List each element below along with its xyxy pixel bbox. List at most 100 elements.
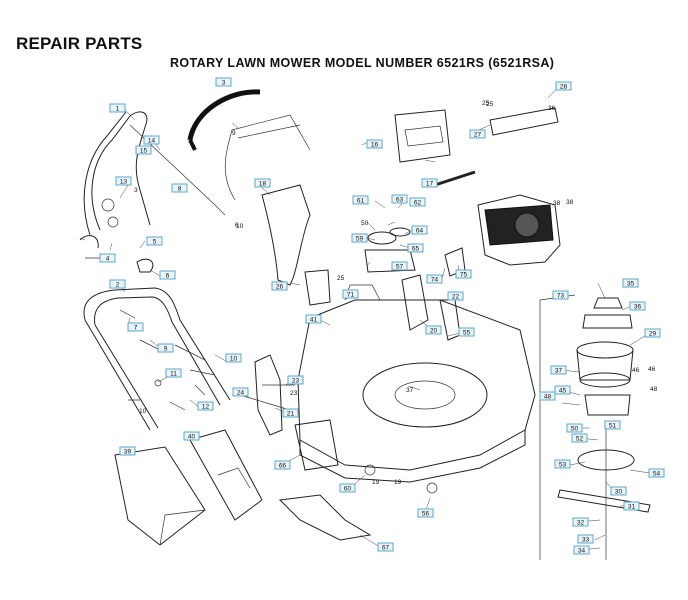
- callout-38-plain: 38: [553, 200, 561, 207]
- callout-41-text: 41: [310, 317, 318, 324]
- callout-40-text: 40: [188, 434, 196, 441]
- discharge-bracket: [304, 269, 331, 306]
- callout-46: 46: [648, 366, 656, 373]
- callout-34-text: 34: [578, 548, 586, 555]
- callout-50: 50: [566, 423, 583, 433]
- callout-16: 16: [366, 139, 383, 149]
- leader-lines: [79, 84, 651, 551]
- handle-grip: [187, 89, 261, 141]
- callout-60-text: 60: [344, 486, 352, 493]
- callout-39: 39: [119, 446, 136, 456]
- callout-36-text: 36: [634, 304, 642, 311]
- motor-cap: [593, 297, 623, 309]
- callout-23-text: 23: [292, 378, 300, 385]
- callout-1-text: 1: [116, 106, 120, 113]
- callout-5: 5: [146, 236, 163, 246]
- callout-37: 37: [550, 365, 567, 375]
- callout-67-text: 67: [382, 545, 390, 552]
- callout-71-text: 71: [347, 292, 355, 299]
- callout-10-plain: 10: [139, 408, 147, 415]
- callout-53-text: 53: [559, 462, 567, 469]
- callout-15-text: 15: [140, 148, 148, 155]
- callout-73: 73: [552, 290, 569, 300]
- callout-45-text: 45: [559, 388, 567, 395]
- callout-59: 59: [351, 233, 368, 243]
- callout-25-plain: 25: [337, 275, 345, 282]
- callout-10-plain-b: 10: [236, 223, 244, 230]
- lower-handle: [83, 287, 231, 401]
- model-title: ROTARY LAWN MOWER MODEL NUMBER 6521RS (6…: [170, 56, 555, 70]
- callout-3: 3: [215, 77, 232, 87]
- callout-57-text: 57: [396, 264, 404, 271]
- callout-65: 65: [407, 243, 424, 253]
- callout-60: 60: [339, 483, 356, 493]
- callout-3-plain: 3: [134, 187, 138, 194]
- callout-32-text: 32: [577, 520, 585, 527]
- callout-27-text: 27: [474, 132, 482, 139]
- handle-grip-end: [188, 139, 197, 151]
- callout-2: 2: [109, 279, 126, 289]
- motor-mount: [584, 394, 631, 416]
- grass-bag: [114, 446, 206, 546]
- callout-32: 32: [572, 517, 589, 527]
- callout-17: 17: [421, 178, 438, 188]
- callout-20: 20: [425, 325, 442, 335]
- callout-56-text: 56: [422, 511, 430, 518]
- callout-13-text: 13: [120, 179, 128, 186]
- drive-pulley: [389, 227, 411, 237]
- callout-5-text: 5: [153, 239, 157, 246]
- wheel-nut-rear: [364, 464, 376, 476]
- blade-housing-wall: [576, 349, 634, 381]
- callout-62: 62: [409, 197, 426, 207]
- top-plate: [489, 107, 559, 136]
- callout-48: 48: [539, 391, 556, 401]
- deck-motor-mount: [394, 380, 456, 410]
- control-panel-slot: [404, 125, 444, 147]
- engine: [477, 194, 561, 266]
- callout-63: 63: [391, 194, 408, 204]
- callout-25-plain-b: 25: [486, 101, 494, 108]
- upper-handle: [91, 111, 151, 231]
- callout-55-text: 55: [463, 330, 471, 337]
- callout-24-text: 24: [237, 390, 245, 397]
- callout-19: 19: [394, 479, 402, 486]
- rear-shield: [261, 184, 311, 286]
- callout-73-text: 73: [557, 293, 565, 300]
- handle-nut: [154, 379, 162, 387]
- callout-52: 52: [571, 433, 588, 443]
- callout-6-text: 6: [166, 273, 170, 280]
- callout-71: 71: [342, 289, 359, 299]
- callout-23-plain: 23: [290, 390, 298, 397]
- callout-41: 41: [305, 314, 322, 324]
- callout-39-text: 39: [124, 449, 132, 456]
- callout-12-text: 12: [202, 404, 210, 411]
- page-title: REPAIR PARTS: [16, 34, 143, 53]
- upper-handle-tube: [83, 111, 127, 236]
- callout-37-plain: 37: [406, 387, 414, 394]
- callout-6-plain: 6: [235, 222, 239, 229]
- callout-10: 10: [225, 353, 242, 363]
- callout-18: 18: [254, 178, 271, 188]
- callout-20-text: 20: [430, 328, 438, 335]
- control-panel: [394, 109, 451, 163]
- callout-50-plain: 50: [361, 220, 369, 227]
- callout-61-text: 61: [357, 198, 365, 205]
- handle-knob-upper: [101, 198, 115, 212]
- callout-50-text: 50: [571, 426, 579, 433]
- callout-15: 15: [135, 145, 152, 155]
- callout-30-text: 30: [615, 489, 623, 496]
- callout-28: 28: [555, 81, 572, 91]
- callout-22: 22: [447, 291, 464, 301]
- callout-labels: 1 2 3 4 5 6 7 8 9 10 11 12 13 14 15 16 1…: [99, 77, 665, 555]
- handle-bolts: [128, 384, 206, 411]
- callout-23: 23: [287, 375, 304, 385]
- callout-4-text: 4: [106, 256, 110, 263]
- callout-62-text: 62: [414, 200, 422, 207]
- callout-46-text: 46: [648, 366, 656, 373]
- callout-26-text: 26: [276, 284, 284, 291]
- callout-11: 11: [165, 368, 182, 378]
- lower-handle-inner: [94, 296, 221, 406]
- callout-46-plain: 46: [632, 367, 640, 374]
- callout-31: 31: [623, 501, 640, 511]
